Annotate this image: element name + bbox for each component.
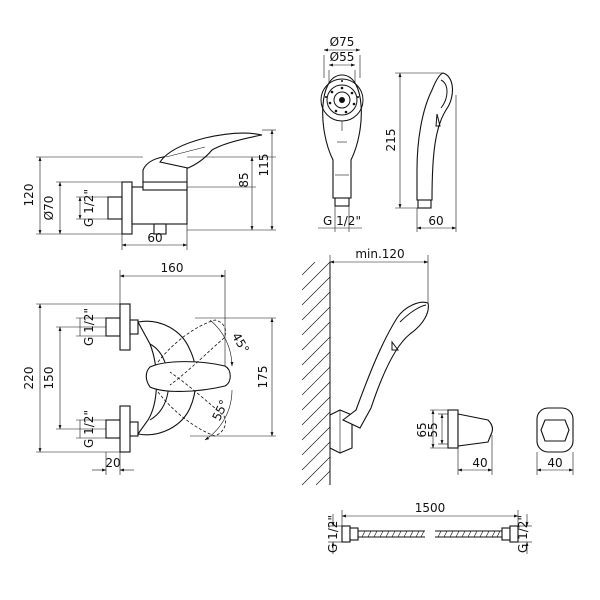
dim-175: 175 xyxy=(256,366,270,389)
mixer-lever xyxy=(159,132,263,169)
dim-60-front: 60 xyxy=(147,231,162,245)
dim-150: 150 xyxy=(42,367,56,390)
dim-55: 55 xyxy=(426,422,440,437)
mixer-body xyxy=(131,186,188,225)
dim-60-shower: 60 xyxy=(428,214,443,228)
spray-nozzles xyxy=(333,91,351,109)
dim-thread-shower: G 1/2" xyxy=(323,214,361,228)
dim-85: 85 xyxy=(237,172,251,187)
dim-115: 115 xyxy=(257,154,271,177)
dim-160: 160 xyxy=(161,261,184,275)
dim-thread-hose-right: G 1/2" xyxy=(516,515,530,553)
dim-20: 20 xyxy=(105,456,120,470)
dim-65: 65 xyxy=(415,422,429,437)
side-thread xyxy=(417,199,432,209)
hose-braid xyxy=(358,530,502,538)
inlet-bottom-flange xyxy=(119,405,131,453)
shower-head-front: Ø75 Ø55 G 1/2" xyxy=(318,35,364,232)
inlet-top-thread xyxy=(105,317,121,337)
dim-thread-top: G 1/2" xyxy=(82,308,96,346)
dim-40-width: 40 xyxy=(547,456,562,470)
dim-diameter-55: Ø55 xyxy=(330,50,355,64)
holder-side-cup xyxy=(457,413,494,447)
outlet-nipple xyxy=(153,223,167,235)
dim-diameter-70: Ø70 xyxy=(42,196,56,221)
dim-min-120: min.120 xyxy=(355,247,404,261)
wall-hatch xyxy=(301,261,331,486)
inlet-top-flange xyxy=(119,303,131,351)
dim-angle-55: 55° xyxy=(210,398,232,423)
dim-diameter-75: Ø75 xyxy=(330,35,355,49)
holder-side-detail: 65 55 40 xyxy=(415,409,494,475)
nozzle-dots xyxy=(325,80,359,114)
dim-215: 215 xyxy=(384,129,398,152)
mixer-top-view: 45° 55° 160 220 150 G 1/2" G 1/2" 175 20 xyxy=(22,261,276,475)
wall-flange xyxy=(121,181,133,235)
dim-120: 120 xyxy=(22,184,36,207)
shower-head-side: 215 60 xyxy=(384,72,457,232)
holder-front-detail: 40 xyxy=(536,407,574,475)
dim-220: 220 xyxy=(22,367,36,390)
hose-nut-right xyxy=(501,527,511,541)
inlet-top-nut xyxy=(129,319,139,335)
inlet-bottom-nut xyxy=(129,421,139,437)
shower-hose: 1500 G 1/2" G 1/2" xyxy=(326,501,532,554)
mixer-side-view: 120 Ø70 G 1/2" 85 115 60 xyxy=(22,129,276,250)
holder-front-inner xyxy=(540,419,570,442)
lever-top xyxy=(145,361,231,392)
thread-stub xyxy=(107,196,123,220)
dim-thread-front: G 1/2" xyxy=(82,189,96,227)
spray-face-inner xyxy=(326,84,358,116)
hose-end-right xyxy=(509,525,519,543)
dim-40-depth: 40 xyxy=(472,456,487,470)
wall-shower-handle xyxy=(341,301,429,429)
dim-thread-bottom: G 1/2" xyxy=(82,410,96,448)
hose-end-left xyxy=(341,525,351,543)
dim-thread-hose-left: G 1/2" xyxy=(326,515,340,553)
handle-thread xyxy=(334,197,350,207)
inlet-bottom-thread xyxy=(105,419,121,439)
hose-nut-left xyxy=(349,527,359,541)
dim-angle-45: 45° xyxy=(229,330,252,355)
holder-side-base xyxy=(447,409,459,449)
body-top xyxy=(142,181,188,191)
wall-mounted-shower: min.120 xyxy=(301,247,429,486)
dim-1500: 1500 xyxy=(415,501,446,515)
